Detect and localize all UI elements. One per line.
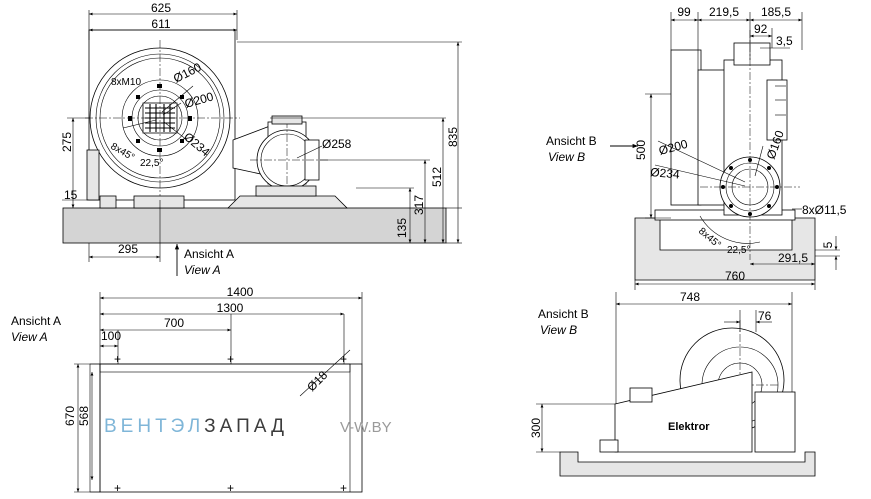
side-base-frame <box>62 207 447 244</box>
front-label-angles: 8x45° <box>696 226 723 251</box>
dim-plan-670: 670 <box>63 406 77 426</box>
viewb-title-de: Ansicht B <box>538 307 589 321</box>
dim-front-35: 3,5 <box>776 34 793 48</box>
dim-side-625: 625 <box>151 1 171 15</box>
dim-side-611: 611 <box>151 17 170 31</box>
dim-side-512: 512 <box>430 167 444 187</box>
dim-viewb-748: 748 <box>680 290 700 304</box>
watermark-brand-dark: ЗАПАД <box>204 416 288 437</box>
dim-front-5: 5 <box>821 241 835 248</box>
plan-frame <box>99 363 363 493</box>
watermark-site: V-W.BY <box>340 419 392 436</box>
front-view: 99 219,5 185,5 92 3,5 500 8xØ11,5 5 291,… <box>546 5 847 290</box>
svg-text:+: + <box>227 352 234 366</box>
side-arrow-label-en: View A <box>184 263 221 277</box>
dim-plan-100: 100 <box>101 329 121 343</box>
dim-front-500: 500 <box>634 140 648 160</box>
dim-front-219: 219,5 <box>709 5 739 19</box>
dim-plan-700: 700 <box>164 316 184 330</box>
front-arrow-label-en: View B <box>548 150 585 164</box>
svg-text:+: + <box>114 481 121 495</box>
side-label-angle22: 22,5° <box>140 158 163 169</box>
dim-front-291: 291,5 <box>778 251 808 265</box>
viewb-brand: Elektror <box>668 421 710 433</box>
plan-view: +++ +++ 1400 1300 700 100 670 568 Ø18 An… <box>11 285 363 495</box>
dim-front-99: 99 <box>677 5 691 19</box>
dim-front-185: 185,5 <box>761 5 791 19</box>
dim-side-295: 295 <box>118 242 138 256</box>
dim-front-760: 760 <box>725 269 745 283</box>
dim-side-135: 135 <box>395 218 409 238</box>
dim-side-15: 15 <box>64 188 78 202</box>
svg-text:+: + <box>340 481 347 495</box>
plan-title-de: Ansicht A <box>11 314 61 328</box>
dim-plan-568: 568 <box>77 406 91 426</box>
dim-front-92: 92 <box>754 22 768 36</box>
watermark-brand: ВЕНТЭЛЗАПАД <box>104 416 288 437</box>
dim-side-317: 317 <box>412 195 426 215</box>
side-label-d258: Ø258 <box>322 137 352 151</box>
front-label-angle22: 22,5° <box>727 245 750 256</box>
viewb-motor-cover <box>614 371 753 453</box>
watermark: ВЕНТЭЛЗАПАД V-W.BY <box>104 416 392 437</box>
plan-title-en: View A <box>11 330 48 344</box>
front-arrow-label-de: Ansicht B <box>546 134 597 148</box>
dim-side-275: 275 <box>60 132 74 152</box>
side-view: 625 611 835 512 317 135 275 15 295 8xM10… <box>60 1 462 277</box>
dim-viewb-300: 300 <box>529 418 543 438</box>
dim-side-835: 835 <box>446 127 460 147</box>
viewb: Elektror 748 76 300 Ansicht B View B <box>529 290 816 477</box>
side-arrow-label-de: Ansicht A <box>184 247 234 261</box>
front-label-d234: Ø234 <box>650 165 681 182</box>
side-label-bolts: 8xM10 <box>111 77 141 88</box>
viewb-title-en: View B <box>540 323 577 337</box>
dim-viewb-76: 76 <box>758 309 772 323</box>
viewb-base <box>559 451 816 477</box>
dim-plan-1300: 1300 <box>217 301 244 315</box>
svg-text:+: + <box>340 352 347 366</box>
dim-plan-1400: 1400 <box>227 285 254 299</box>
watermark-brand-blue: ВЕНТЭЛ <box>104 416 204 437</box>
svg-text:+: + <box>227 481 234 495</box>
svg-text:+: + <box>114 352 121 366</box>
front-motor-left <box>670 49 702 206</box>
dim-front-holes: 8xØ11,5 <box>802 203 847 217</box>
